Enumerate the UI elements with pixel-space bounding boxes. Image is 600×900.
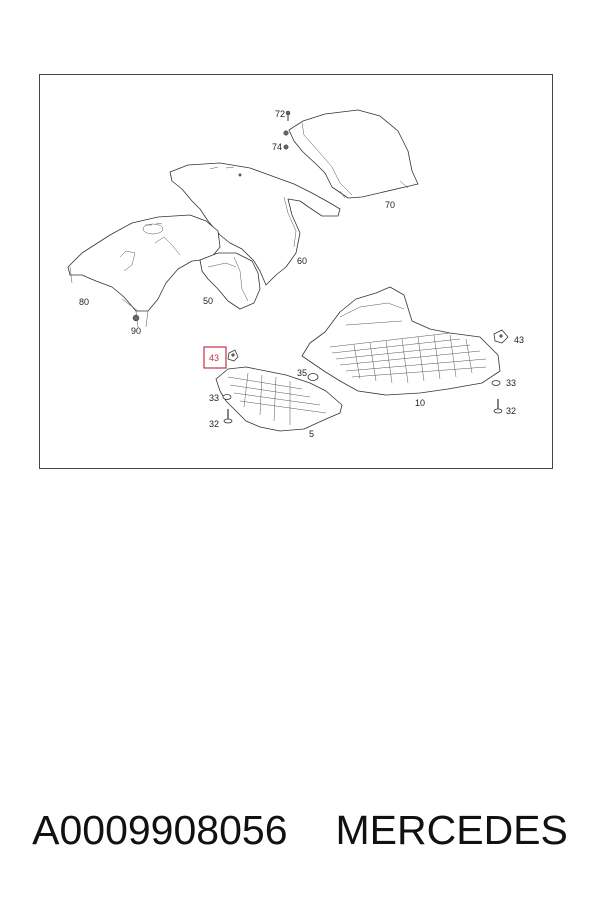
highlight-box (203, 346, 227, 369)
diagram-frame: 72 74 70 60 80 90 50 43 35 33 32 5 10 43… (39, 74, 553, 469)
part-35-grommet[interactable] (307, 373, 319, 381)
callout-74: 74 (272, 142, 282, 152)
part-32-bolt-left[interactable] (223, 409, 233, 424)
brand-name: MERCEDES (335, 806, 568, 853)
part-60-cover[interactable] (169, 162, 341, 286)
part-32-bolt-right[interactable] (493, 399, 503, 414)
callout-43-left: 43 (209, 353, 219, 363)
callout-72: 72 (275, 109, 285, 119)
part-43-clip-right[interactable] (493, 329, 509, 344)
callout-35: 35 (297, 368, 307, 378)
callout-33-right: 33 (506, 378, 516, 388)
caption: A0009908056 MERCEDES (0, 800, 600, 860)
exploded-parts-diagram: 72 74 70 60 80 90 50 43 35 33 32 5 10 43… (67, 109, 524, 439)
callout-80: 80 (79, 297, 89, 307)
part-80-engine-cover[interactable] (67, 214, 221, 328)
callout-33-left: 33 (209, 393, 219, 403)
part-50-small-cover[interactable] (199, 252, 261, 310)
part-5-front-shield[interactable] (215, 366, 343, 432)
part-43-clip-left[interactable] (227, 349, 239, 362)
callout-90: 90 (131, 326, 141, 336)
part-72-screw[interactable] (285, 110, 291, 121)
callout-43-right: 43 (514, 335, 524, 345)
part-33-washer-left[interactable] (222, 394, 232, 400)
callout-10: 10 (415, 398, 425, 408)
part-70-cover[interactable] (283, 109, 419, 199)
part-number: A0009908056 (32, 806, 288, 853)
callout-32-right: 32 (506, 406, 516, 416)
callout-70: 70 (385, 200, 395, 210)
callout-5: 5 (309, 429, 314, 439)
callout-60: 60 (297, 256, 307, 266)
part-10-underbody-shield[interactable] (301, 286, 501, 396)
part-90-nut[interactable] (132, 314, 140, 322)
part-33-washer-right[interactable] (491, 380, 501, 386)
callout-50: 50 (203, 296, 213, 306)
part-74-washer[interactable] (283, 144, 289, 150)
callout-32-left: 32 (209, 419, 219, 429)
